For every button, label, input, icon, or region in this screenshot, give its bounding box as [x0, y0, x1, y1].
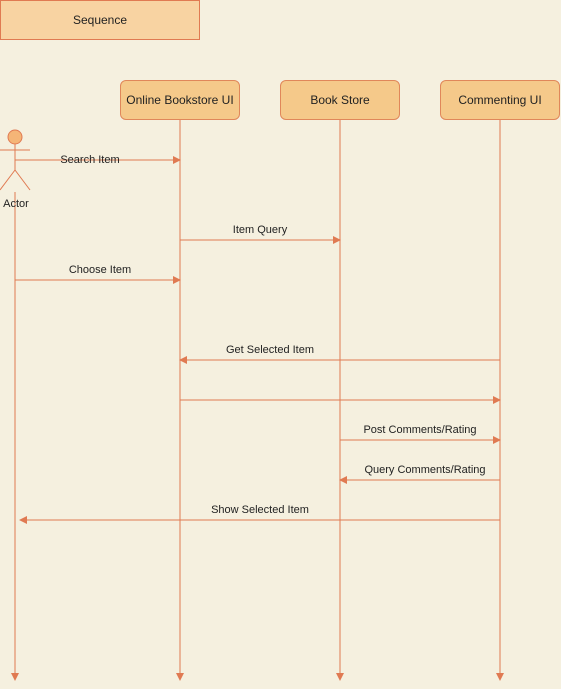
- message-item-query[interactable]: Item Query: [180, 224, 341, 244]
- participant-online-bookstore-ui[interactable]: Online Bookstore UI: [120, 80, 240, 120]
- actor-icon[interactable]: [0, 129, 31, 191]
- svg-text:Choose Item: Choose Item: [69, 264, 131, 276]
- svg-text:Item Query: Item Query: [233, 224, 288, 236]
- svg-text:Get Selected Item: Get Selected Item: [226, 344, 314, 356]
- message-show-selected-item[interactable]: Show Selected Item: [19, 504, 500, 524]
- frame-title: Sequence: [0, 0, 200, 40]
- svg-text:Query Comments/Rating: Query Comments/Rating: [364, 464, 485, 476]
- svg-text:Show Selected Item: Show Selected Item: [211, 504, 309, 516]
- message-search-item[interactable]: Search Item: [15, 154, 181, 166]
- participant-book-store[interactable]: Book Store: [280, 80, 400, 120]
- message-query-comments-rating[interactable]: Query Comments/Rating: [339, 464, 500, 484]
- message-post-comments-rating[interactable]: Post Comments/Rating: [340, 424, 501, 444]
- participant-commenting-ui[interactable]: Commenting UI: [440, 80, 560, 120]
- actor-label: Actor: [3, 198, 29, 210]
- svg-text:Post Comments/Rating: Post Comments/Rating: [363, 424, 476, 436]
- svg-text:Search Item: Search Item: [60, 154, 119, 166]
- message-choose-item[interactable]: Choose Item: [15, 264, 181, 284]
- message-get-selected-item[interactable]: Get Selected Item: [179, 344, 500, 364]
